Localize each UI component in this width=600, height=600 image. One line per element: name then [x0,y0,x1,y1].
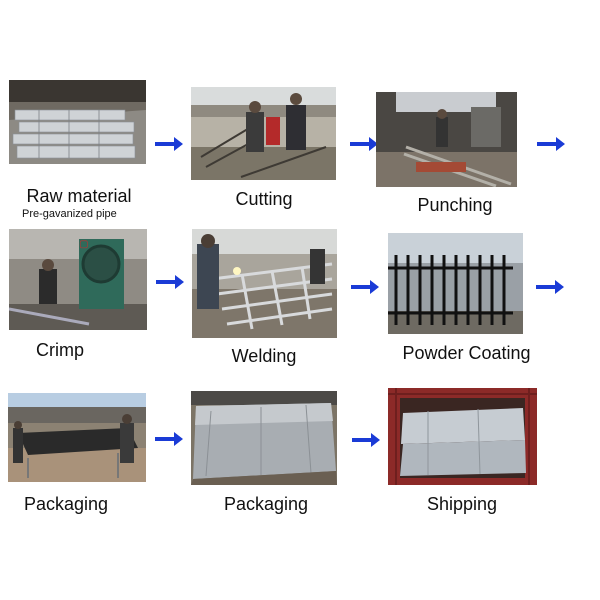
photo-packaging-1 [8,393,146,482]
right-arrow-icon [155,429,183,449]
right-arrow-icon [536,277,564,297]
step-label-punching: Punching [417,195,493,215]
step-label-shipping: Shipping [426,494,498,514]
step-label-crimp: Crimp [36,340,84,360]
right-arrow-icon [156,272,184,292]
step-label-cutting: Cutting [235,189,293,209]
step-label-packaging-2: Packaging [223,494,309,514]
step-label-raw-material: Raw material [26,186,132,206]
right-arrow-icon [352,430,380,450]
photo-raw-material [9,80,146,164]
photo-welding [192,229,337,338]
step-label-packaging-1: Packaging [23,494,109,514]
right-arrow-icon [351,277,379,297]
right-arrow-icon [155,134,183,154]
step-label-powder-coating: Powder Coating [402,343,531,363]
step-sublabel-raw-material: Pre-gavanized pipe [22,208,117,220]
photo-shipping [388,388,537,485]
photo-packaging-2 [191,391,337,485]
step-label-welding: Welding [231,346,297,366]
right-arrow-icon [537,134,565,154]
photo-powder-coating [388,233,523,334]
photo-crimp: ▢ [9,229,147,330]
right-arrow-icon [350,134,378,154]
photo-punching [376,92,517,187]
photo-cutting [191,87,336,180]
svg-text:▢: ▢ [79,239,88,250]
